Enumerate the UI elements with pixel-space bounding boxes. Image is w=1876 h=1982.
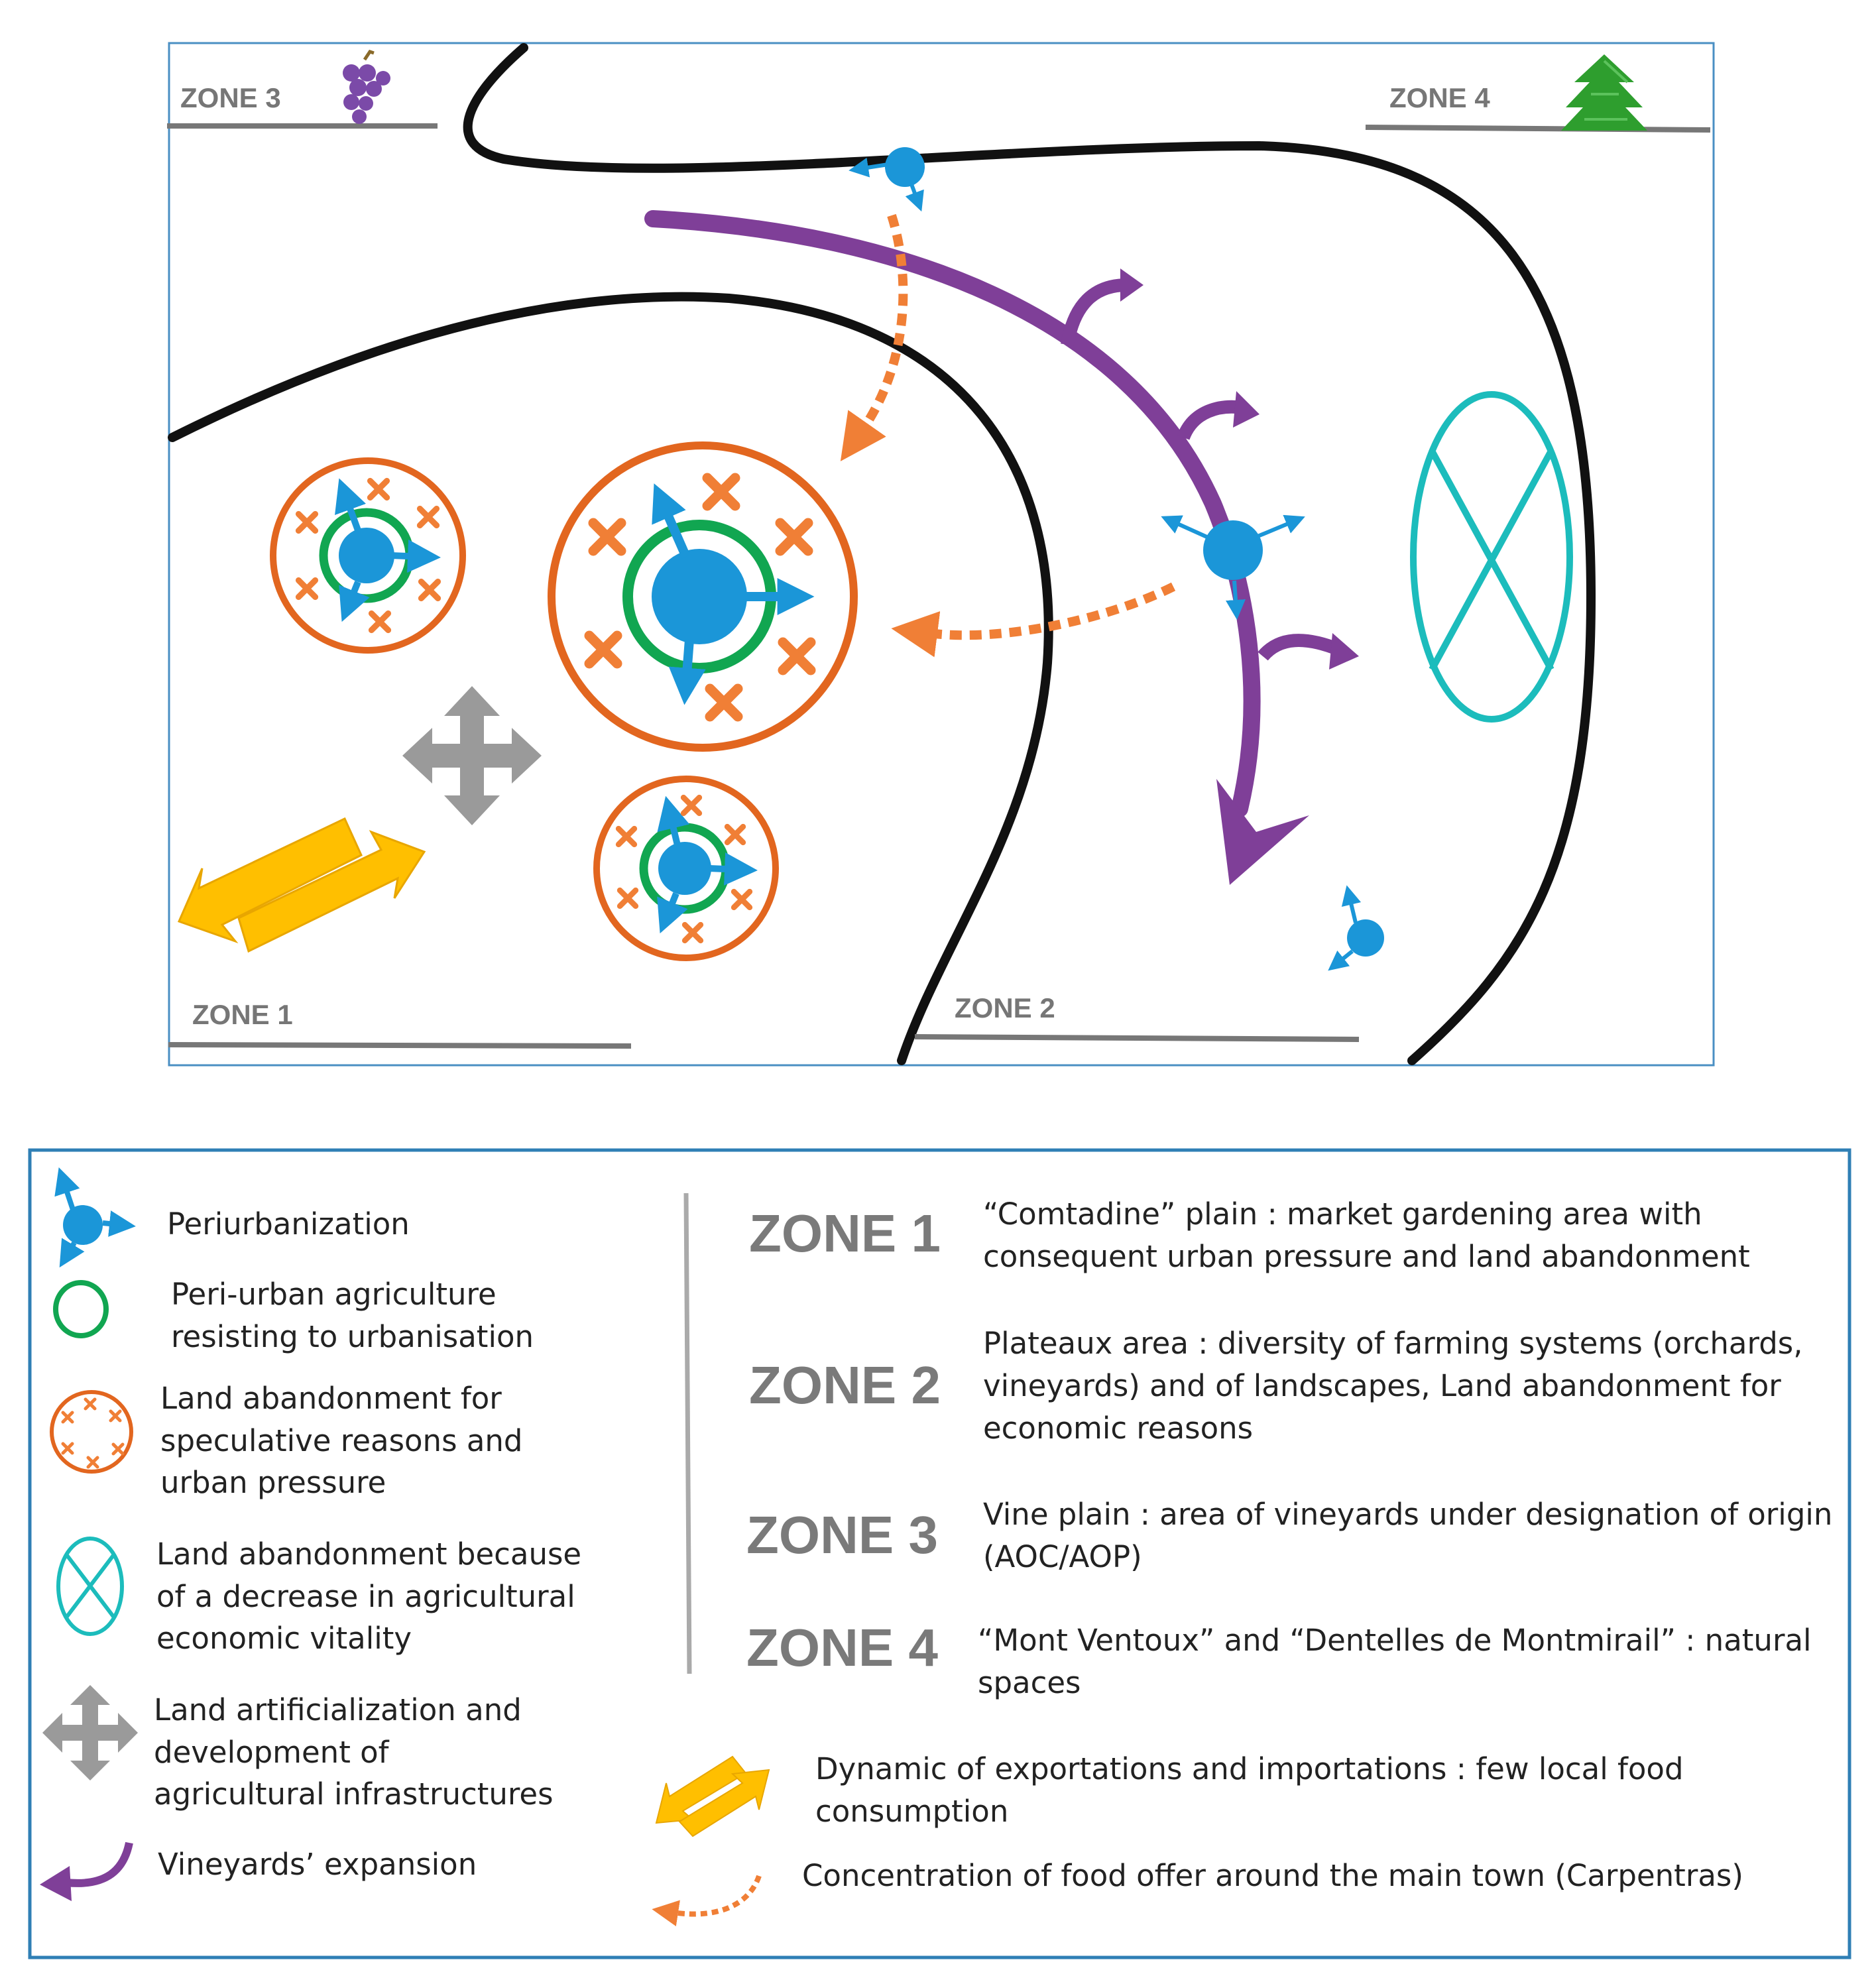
legend-periurban-agri-line2: resisting to urbanisation bbox=[171, 1319, 534, 1354]
concentration-arrow-north bbox=[840, 213, 908, 461]
zone1-legend-label: ZONE 1 bbox=[749, 1204, 941, 1263]
legend-divider bbox=[683, 1193, 692, 1674]
legend-periurbanization-label: Periurbanization bbox=[167, 1206, 410, 1242]
legend-artificialization-icon bbox=[42, 1685, 138, 1780]
legend-speculative-line1: Land abandonment for bbox=[160, 1381, 502, 1416]
periurbanization-marker-north bbox=[849, 147, 925, 212]
zone1-label-group: ZONE 1 bbox=[168, 999, 632, 1049]
town-cluster-west bbox=[270, 457, 466, 654]
grape-icon bbox=[343, 50, 390, 124]
zone1-map-label: ZONE 1 bbox=[192, 999, 293, 1030]
periurbanization-marker-center bbox=[1161, 514, 1305, 620]
legend-periurban-agri-line1: Peri-urban agriculture bbox=[171, 1277, 497, 1312]
zone1-underline bbox=[168, 1042, 632, 1049]
legend-artificial-line2: development of bbox=[154, 1735, 390, 1770]
concentration-arrow-east bbox=[891, 582, 1176, 658]
zone4-desc-line2: spaces bbox=[978, 1665, 1081, 1700]
zone2-map-label: ZONE 2 bbox=[955, 992, 1055, 1023]
periurbanization-marker-south bbox=[1328, 885, 1384, 971]
zone2-legend-label: ZONE 2 bbox=[749, 1356, 941, 1415]
zone1-desc-line2: consequent urban pressure and land aband… bbox=[983, 1239, 1750, 1274]
econ-abandonment-marker bbox=[1410, 391, 1573, 723]
map-panel: ZONE 3 ZONE 4 ZONE 1 bbox=[167, 42, 1715, 1067]
legend-vineyard-icon bbox=[40, 1841, 133, 1901]
zone2-underline bbox=[914, 1034, 1360, 1042]
legend-periurbanization-icon bbox=[54, 1167, 136, 1268]
legend-econ-line3: economic vitality bbox=[156, 1621, 412, 1656]
legend-econ-abandon-icon bbox=[56, 1537, 124, 1636]
zone2-desc-line1: Plateaux area : diversity of farming sys… bbox=[983, 1326, 1803, 1361]
zone3-legend-label: ZONE 3 bbox=[746, 1505, 938, 1564]
zone4-legend-label: ZONE 4 bbox=[746, 1618, 938, 1677]
zone3-map-label: ZONE 3 bbox=[180, 82, 281, 113]
tree-icon bbox=[1561, 54, 1647, 131]
boundary-curve-zone3 bbox=[463, 43, 1596, 1065]
legend-panel: Periurbanization Peri-urban agriculture … bbox=[28, 1148, 1851, 1959]
legend-speculative-line3: urban pressure bbox=[160, 1465, 386, 1500]
zone2-desc-line2: vineyards) and of landscapes, Land aband… bbox=[983, 1368, 1781, 1403]
zone4-underline bbox=[1365, 125, 1711, 133]
legend-econ-line1: Land abandonment because bbox=[156, 1537, 581, 1572]
legend-frame bbox=[28, 1148, 1851, 1959]
zone4-label-group: ZONE 4 bbox=[1365, 54, 1711, 133]
legend-exports-icon bbox=[655, 1755, 770, 1837]
boundary-curve-zone1 bbox=[168, 292, 1053, 1065]
zone3-desc-line1: Vine plain : area of vineyards under des… bbox=[983, 1497, 1832, 1532]
legend-vineyard-label: Vineyards’ expansion bbox=[158, 1847, 477, 1882]
legend-periurban-agri-icon bbox=[53, 1280, 109, 1338]
zone3-desc-line2: (AOC/AOP) bbox=[983, 1539, 1142, 1574]
main-town-cluster bbox=[548, 441, 858, 752]
legend-artificial-line3: agricultural infrastructures bbox=[154, 1777, 554, 1812]
legend-concentration-label: Concentration of food offer around the m… bbox=[802, 1858, 1743, 1893]
zone2-desc-line3: economic reasons bbox=[983, 1411, 1253, 1446]
legend-exports-line1: Dynamic of exportations and importations… bbox=[815, 1751, 1684, 1786]
map-frame bbox=[168, 42, 1715, 1067]
zone1-desc-line1: “Comtadine” plain : market gardening are… bbox=[983, 1196, 1702, 1232]
zone4-map-label: ZONE 4 bbox=[1389, 82, 1490, 113]
artificialization-marker bbox=[402, 686, 542, 825]
zone2-label-group: ZONE 2 bbox=[914, 992, 1360, 1042]
vineyard-branch-1 bbox=[1061, 278, 1128, 346]
export-import-arrows bbox=[177, 817, 426, 953]
legend-concentration-icon bbox=[652, 1875, 762, 1926]
vineyard-expansion-arrow bbox=[644, 210, 1359, 885]
town-cluster-south bbox=[593, 776, 779, 961]
zone4-desc-line1: “Mont Ventoux” and “Dentelles de Montmir… bbox=[978, 1623, 1812, 1658]
legend-speculative-abandon-icon bbox=[50, 1390, 133, 1474]
legend-exports-line2: consumption bbox=[815, 1794, 1008, 1829]
zone3-label-group: ZONE 3 bbox=[167, 50, 438, 129]
legend-econ-line2: of a decrease in agricultural bbox=[156, 1579, 575, 1614]
vineyard-arrowhead bbox=[1216, 779, 1309, 885]
legend-speculative-line2: speculative reasons and bbox=[160, 1423, 522, 1458]
vineyard-branch-3 bbox=[1258, 634, 1342, 661]
legend-artificial-line1: Land artificialization and bbox=[154, 1692, 522, 1727]
